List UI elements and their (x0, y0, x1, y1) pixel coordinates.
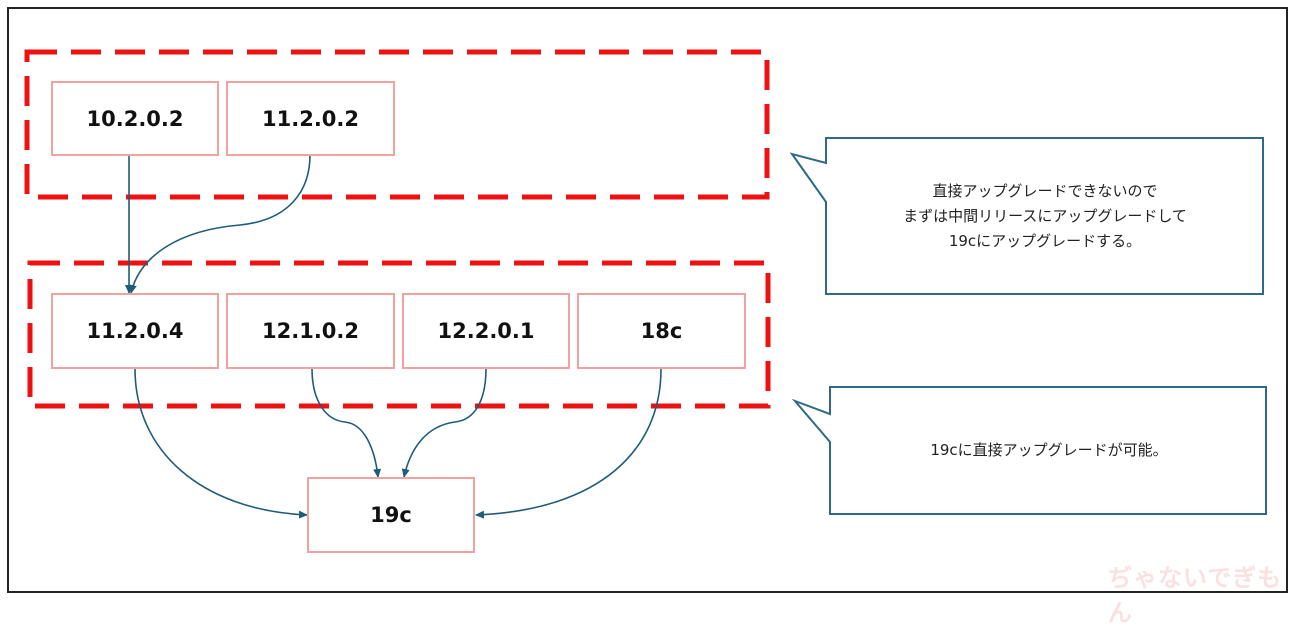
logo-watermark: ぢゃないでぎもん (1108, 564, 1283, 627)
callout-direct-upgrade (791, 386, 1267, 515)
arrow-11202-to-11204 (128, 154, 311, 294)
arrow-18c-to-19c (475, 368, 662, 519)
callout-indirect-text: 直接アップグレードできないので まずは中間リリースにアップグレードして 19cに… (903, 181, 1187, 250)
diagram-frame (7, 7, 1288, 593)
arrow-11204-to-19c (134, 368, 308, 519)
version-node-11.2.0.2: 11.2.0.2 (226, 81, 395, 156)
version-node-18c: 18c (577, 293, 746, 369)
version-node-12.2.0.1: 12.2.0.1 (402, 293, 570, 369)
version-node-11.2.0.4: 11.2.0.4 (51, 293, 219, 369)
diagram-canvas (24, 49, 1267, 519)
callout-direct-text: 19cに直接アップグレードが可能。 (930, 441, 1168, 459)
version-node-19c: 19c (307, 477, 475, 553)
legacy-versions-group (24, 49, 770, 200)
direct-upgrade-versions-group (27, 260, 771, 409)
arrow-12102-to-19c (311, 368, 382, 478)
version-node-12.1.0.2: 12.1.0.2 (226, 293, 395, 369)
callout-indirect-upgrade (789, 137, 1264, 295)
arrow-12201-to-19c (401, 368, 487, 478)
version-node-10.2.0.2: 10.2.0.2 (51, 81, 219, 156)
